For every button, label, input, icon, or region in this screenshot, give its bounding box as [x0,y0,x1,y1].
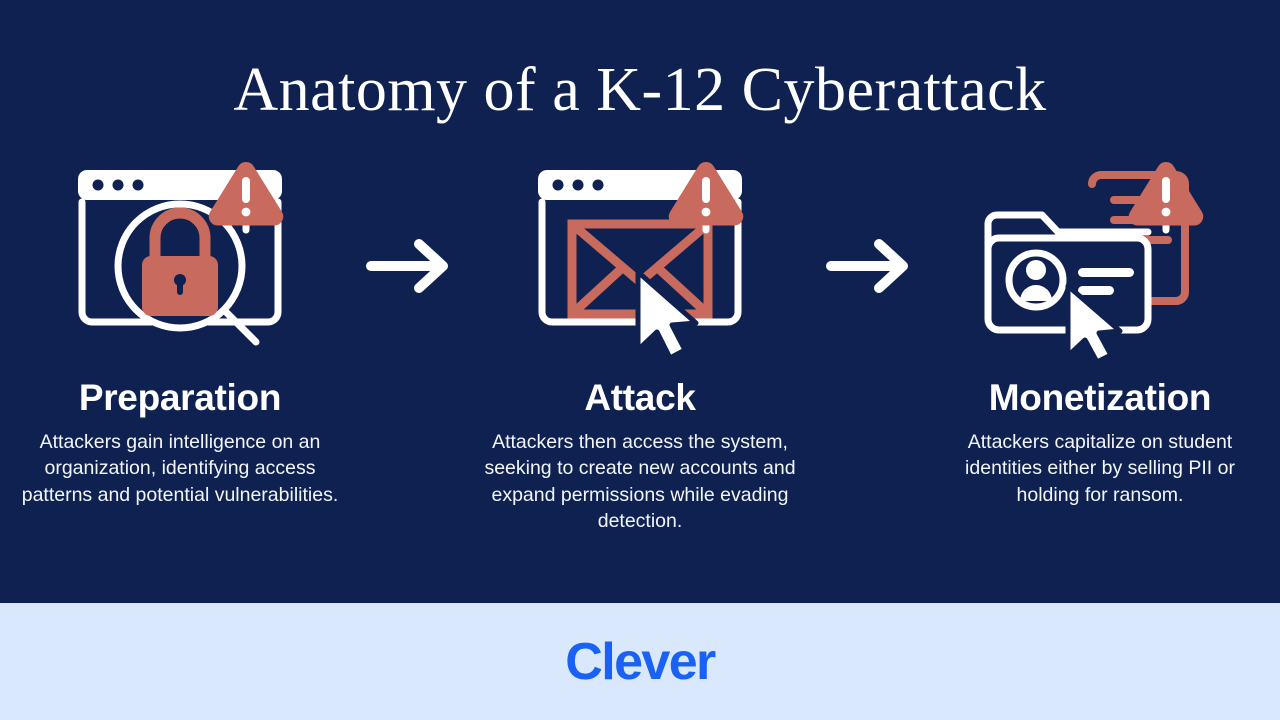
step-card-monetization: Monetization Attackers capitalize on stu… [925,160,1275,508]
step-description-monetization: Attackers capitalize on student identiti… [965,430,1235,506]
step-title-preparation: Preparation [78,377,282,418]
step-title-attack: Attack [584,377,696,418]
steps-row: Preparation Attackers gain intelligence … [0,160,1280,535]
footer-bar: Clever [0,603,1280,720]
folder-identity-document-cursor-warning-icon [980,160,1220,360]
page-title: Anatomy of a K-12 Cyberattack [233,56,1047,124]
infographic-body: Anatomy of a K-12 Cyberattack [0,56,1280,535]
clever-logo: Clever [565,632,716,691]
browser-window-envelope-cursor-warning-icon [520,160,760,360]
arrow-right-icon-2 [815,160,925,294]
step-title-monetization: Monetization [988,377,1212,418]
browser-window-magnifier-unlocked-padlock-warning-icon [60,160,300,360]
step-description-attack: Attackers then access the system, seekin… [484,430,796,533]
step-description-preparation: Attackers gain intelligence on an organi… [21,430,339,506]
step-card-preparation: Preparation Attackers gain intelligence … [5,160,355,508]
step-card-attack: Attack Attackers then access the system,… [465,160,815,535]
arrow-right-icon-1 [355,160,465,294]
